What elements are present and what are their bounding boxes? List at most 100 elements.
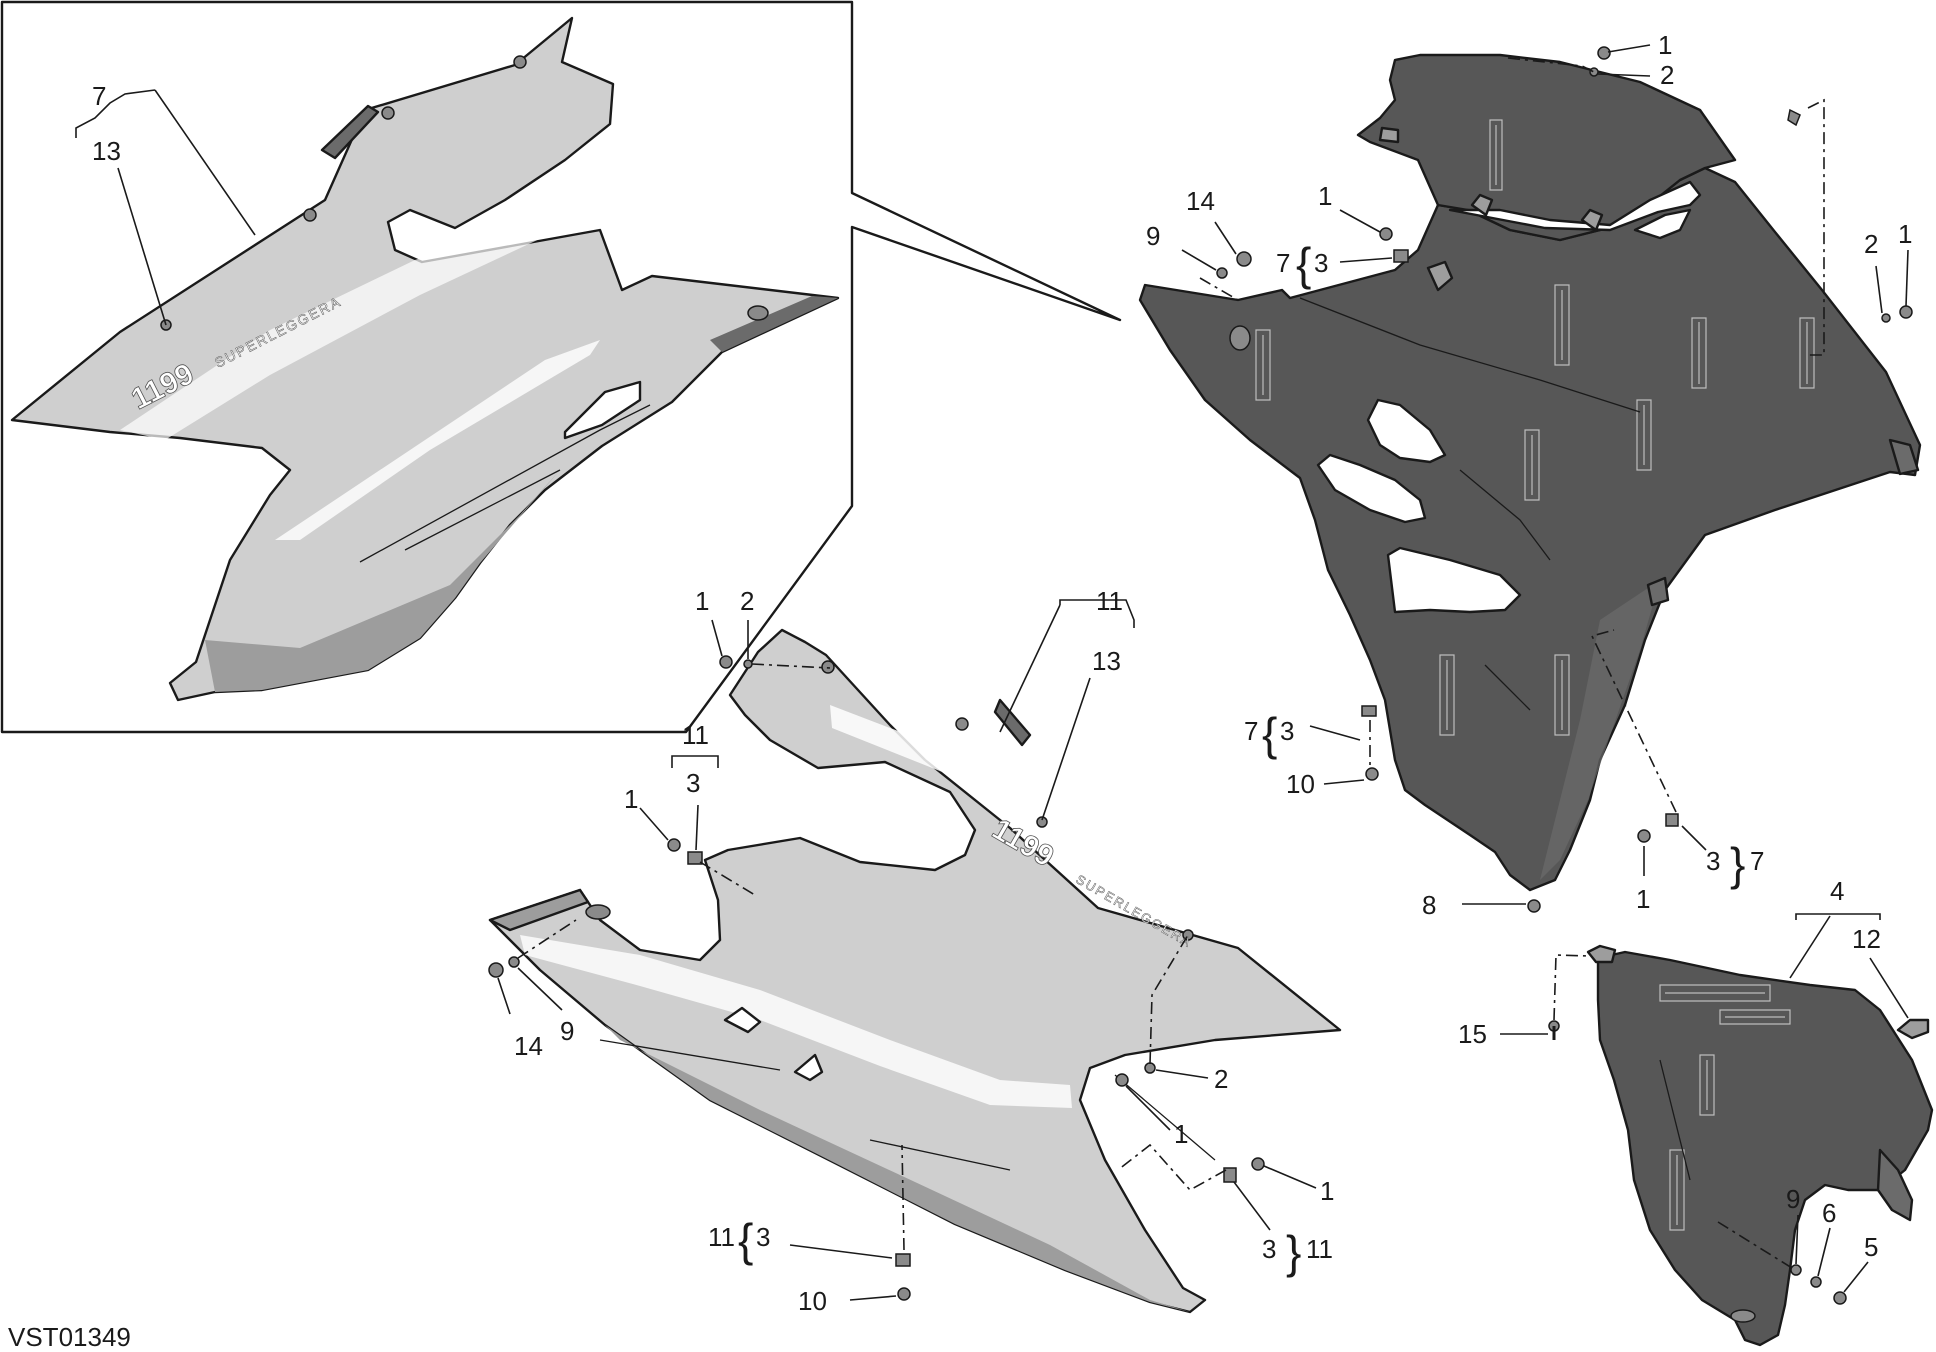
brace-right-lower: {	[1262, 708, 1277, 760]
right-panel-left-bracket	[1426, 260, 1454, 292]
callout-right-2-top: 2	[1660, 60, 1674, 90]
callout-mudguard-15: 15	[1458, 1019, 1487, 1049]
callout-left-2-right: 2	[1214, 1064, 1228, 1094]
screw-1-right	[1899, 305, 1913, 319]
callout-left-14: 14	[514, 1031, 543, 1061]
callout-left-1-lower: 1	[1320, 1176, 1334, 1206]
callout-left-1-right: 1	[1174, 1119, 1188, 1149]
washer-2-left-right	[1144, 1062, 1156, 1074]
callout-right-7-lower: 7	[1244, 716, 1258, 746]
right-inner-panel	[1138, 53, 1922, 892]
screw-1-left-top	[719, 655, 733, 669]
right-panel-grommet	[1229, 325, 1251, 351]
left-panel-hole-front	[585, 904, 611, 920]
brace-right-bottom: }	[1730, 838, 1745, 890]
callout-mudguard-5: 5	[1864, 1232, 1878, 1262]
clip-3-mid	[1393, 249, 1409, 263]
left-lower-panel: 1199 SUPERLEGGERA	[488, 628, 1342, 1314]
callout-right-1-right: 1	[1898, 219, 1912, 249]
callout-left-11-mid: 11	[682, 720, 709, 750]
left-panel-stripe	[520, 935, 1072, 1108]
left-panel-hole-3	[1036, 816, 1048, 828]
callout-right-9: 9	[1146, 221, 1160, 251]
callout-right-7-mid: 7	[1276, 248, 1290, 278]
callout-left-1-top: 1	[695, 586, 709, 616]
callout-left-1-mid: 1	[624, 784, 638, 814]
left-panel-vent-2	[793, 1053, 824, 1082]
inset-mount-hole-1	[513, 55, 527, 69]
callout-right-3-lower: 3	[1280, 716, 1294, 746]
screw-1-top	[1597, 46, 1611, 60]
washer-2-left-top	[743, 659, 753, 669]
mudguard-fin	[1876, 1148, 1914, 1222]
callout-left-3-lower: 3	[1262, 1234, 1276, 1264]
grommet-1-bottom	[1637, 829, 1651, 843]
inset-decal-stripe	[120, 215, 548, 440]
clip-3-left-bottom	[895, 1253, 911, 1267]
callout-mudguard-4: 4	[1830, 876, 1844, 906]
right-panel-upper-bracket-1	[1378, 126, 1400, 144]
right-panel-crease-1	[1299, 297, 1641, 413]
drawing-id: VST01349	[8, 1322, 131, 1352]
callout-left-9: 9	[560, 1016, 574, 1046]
brace-left-lower: }	[1286, 1226, 1301, 1278]
inset-crease-2	[404, 469, 561, 551]
screw-1-left-right	[1115, 1073, 1129, 1087]
brace-left-bottom: {	[738, 1214, 753, 1266]
callout-mudguard-6: 6	[1822, 1198, 1836, 1228]
right-panel-upper-bracket-2	[1470, 193, 1494, 217]
screw-14-left-front	[488, 962, 504, 978]
right-panel-leg-shade	[1540, 580, 1660, 880]
clip-3-lower-left	[1361, 705, 1377, 717]
callout-right-2-right: 2	[1864, 229, 1878, 259]
right-panel-vent-2	[1316, 453, 1427, 524]
right-panel-texture	[1255, 119, 1815, 736]
mudguard-part	[1586, 944, 1934, 1347]
callout-right-3-mid: 3	[1314, 248, 1328, 278]
inset-leader-7	[154, 89, 256, 236]
screw-14-left	[1236, 251, 1252, 267]
callout-right-3-bottom: 3	[1706, 846, 1720, 876]
inset-tab	[320, 104, 380, 160]
callout-left-3-mid: 3	[686, 768, 700, 798]
right-panel-crease-2	[1459, 469, 1551, 561]
right-panel-hardware: 1 2 14 9 1 7 { 3 2 1 7 { 3 10	[1146, 30, 1913, 920]
inset-lower-stripe	[275, 340, 600, 540]
callout-mudguard-12: 12	[1852, 924, 1881, 954]
inset-crease-1	[359, 404, 651, 563]
screw-10-left-bottom	[897, 1287, 911, 1301]
inset-frame	[0, 0, 1122, 734]
mudguard-clip	[1586, 944, 1617, 964]
callout-left-13-top: 13	[1092, 646, 1121, 676]
right-panel-lower-tab	[1646, 576, 1670, 607]
callout-left-3-bottom: 3	[756, 1222, 770, 1252]
washer-2-right	[1881, 313, 1891, 323]
screw-5-mudguard	[1833, 1291, 1847, 1305]
clip-upper-right	[1787, 108, 1801, 127]
callout-left-2-top: 2	[740, 586, 754, 616]
washer-9-left	[1216, 267, 1228, 279]
inset-leader-13	[117, 167, 167, 326]
washer-2-top	[1589, 67, 1599, 77]
mudguard-body	[1596, 950, 1934, 1347]
callout-left-11-top: 11	[1096, 586, 1123, 616]
inset-bracket	[75, 89, 156, 138]
mudguard-hardware: 4 12 15 9 6 5	[1458, 876, 1930, 1305]
brace-right-mid: {	[1296, 238, 1311, 290]
left-panel-slot	[993, 698, 1032, 747]
inset-vent-opening	[563, 380, 642, 440]
clip-3-bottom	[1665, 813, 1679, 827]
screw-1-left-lower	[1251, 1157, 1265, 1171]
callout-left-10-bottom: 10	[798, 1286, 827, 1316]
callout-right-10: 10	[1286, 769, 1315, 799]
mudguard-hole	[1730, 1309, 1756, 1323]
washer-9-mudguard	[1790, 1264, 1802, 1276]
mudguard-texture	[1659, 984, 1791, 1231]
right-panel-body	[1138, 166, 1922, 892]
right-panel-upper-cutout	[1448, 180, 1702, 232]
clip-3-left-lower	[1223, 1167, 1237, 1183]
clip-3-left-mid	[687, 851, 703, 865]
callout-right-1-bottom: 1	[1636, 884, 1650, 914]
screw-1-left-mid	[667, 838, 681, 852]
